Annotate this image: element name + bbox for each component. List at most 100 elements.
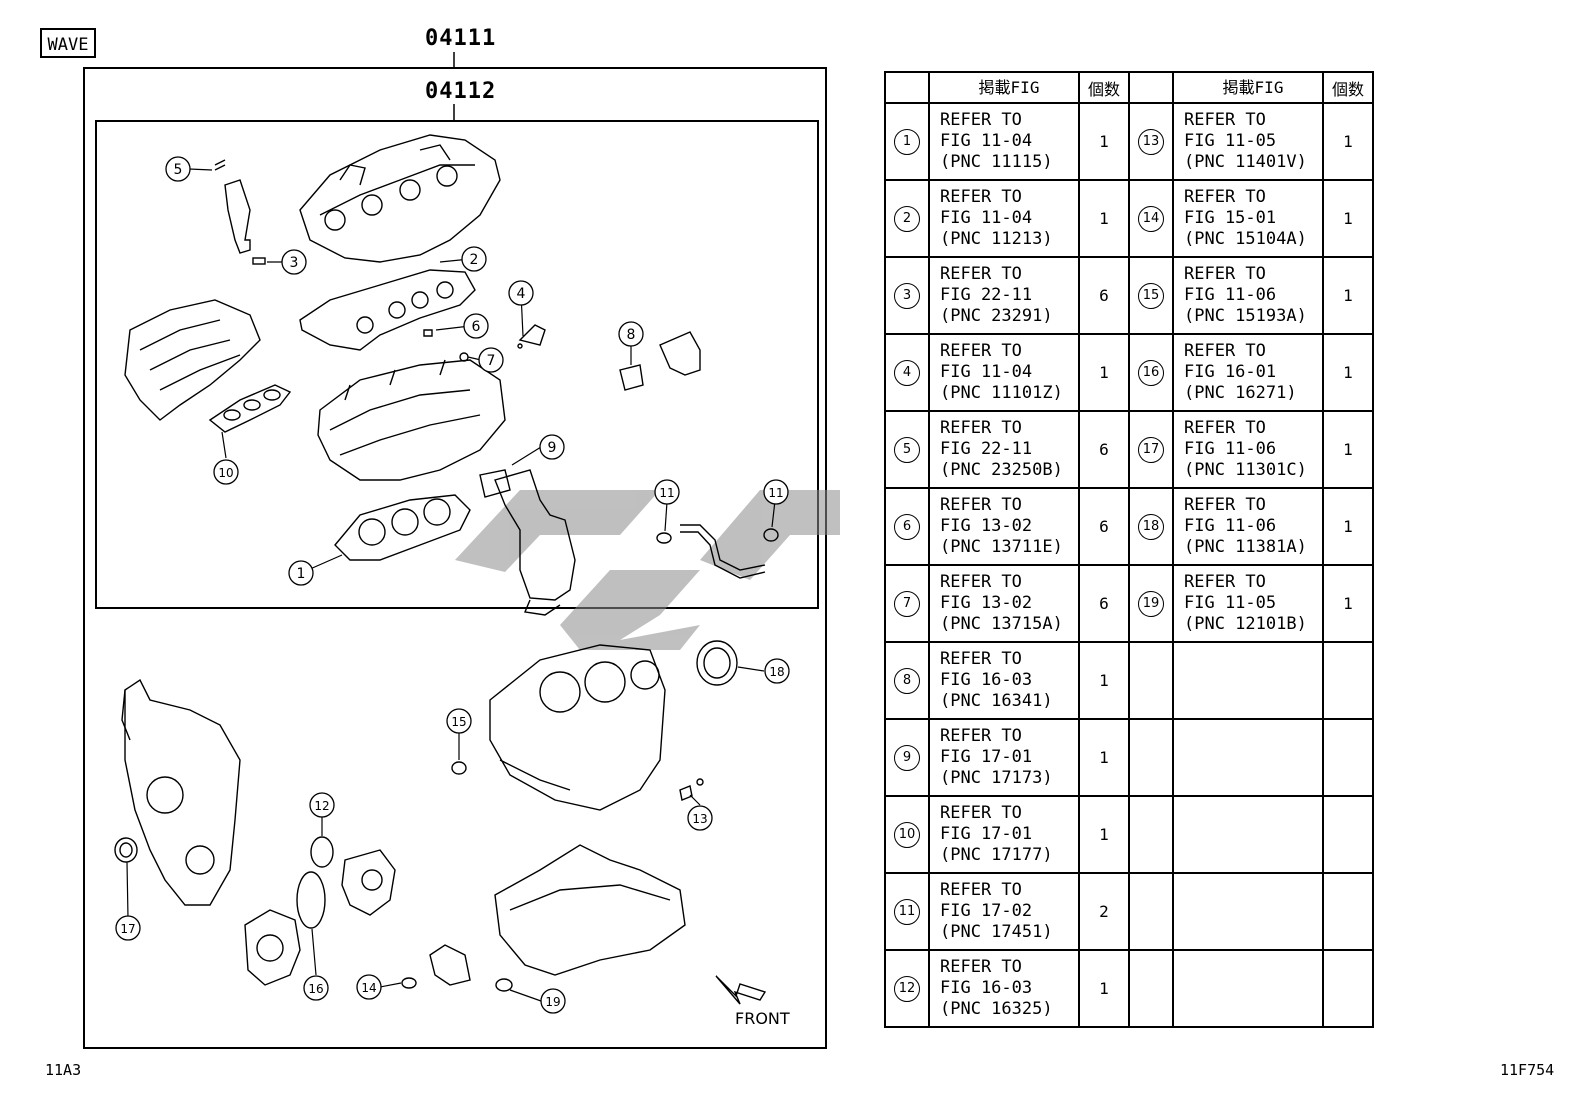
callout-17: 17 xyxy=(115,915,141,941)
quantity-cell: 1 xyxy=(1078,102,1130,181)
row-index-cell: 15 xyxy=(1128,256,1174,335)
crankshaft-front-oil-seal xyxy=(114,837,138,863)
row-index-cell: 4 xyxy=(884,333,930,412)
quantity-cell: 2 xyxy=(1078,872,1130,951)
circled-number: 6 xyxy=(894,513,920,540)
quantity-cell xyxy=(1322,718,1374,797)
row-index-cell: 6 xyxy=(884,487,930,566)
header-index-right xyxy=(1128,71,1174,104)
row-index-cell: 9 xyxy=(884,718,930,797)
callout-number: 9 xyxy=(548,440,557,456)
head-cover-gasket xyxy=(299,269,476,351)
fig-reference-cell: REFER TO FIG 11-06 (PNC 11301C) xyxy=(1172,410,1324,489)
front-direction-arrow xyxy=(715,975,767,1005)
callout-11b: 11 xyxy=(763,479,789,505)
callout-number: 5 xyxy=(174,162,183,178)
fig-reference-cell xyxy=(1172,641,1324,720)
callout-15: 15 xyxy=(446,708,472,734)
row-index-cell: 2 xyxy=(884,179,930,258)
wave-label: WAVE xyxy=(40,28,96,58)
callout-number: 12 xyxy=(314,799,329,813)
oil-pan xyxy=(494,844,686,976)
fig-reference-cell: REFER TO FIG 11-05 (PNC 12101B) xyxy=(1172,564,1324,643)
water-outlet-housing xyxy=(619,331,701,391)
quantity-cell: 1 xyxy=(1322,410,1374,489)
quantity-cell: 1 xyxy=(1322,333,1374,412)
assembly-frame xyxy=(83,67,827,1049)
circled-number: 3 xyxy=(894,282,920,309)
fig-reference-cell: REFER TO FIG 16-03 (PNC 16325) xyxy=(928,949,1080,1028)
callout-4: 4 xyxy=(508,280,534,306)
callout-number: 1 xyxy=(297,566,306,582)
row-index-cell xyxy=(1128,718,1174,797)
callout-number: 8 xyxy=(627,327,636,343)
row-index-cell: 13 xyxy=(1128,102,1174,181)
quantity-cell: 6 xyxy=(1078,487,1130,566)
quantity-cell: 1 xyxy=(1078,179,1130,258)
cylinder-head-cover xyxy=(299,134,501,263)
exhaust-manifold xyxy=(479,469,576,616)
header-fig-left: 掲載FIG xyxy=(928,71,1080,104)
fig-reference-cell: REFER TO FIG 15-01 (PNC 15104A) xyxy=(1172,179,1324,258)
callout-19: 19 xyxy=(540,988,566,1014)
circled-number: 14 xyxy=(1138,205,1164,232)
callout-number: 6 xyxy=(472,319,481,335)
fuel-injector xyxy=(214,159,266,265)
row-index-cell: 18 xyxy=(1128,487,1174,566)
intake-manifold-gasket xyxy=(208,384,292,433)
row-index-cell: 3 xyxy=(884,256,930,335)
quantity-cell: 1 xyxy=(1078,795,1130,874)
circled-number: 12 xyxy=(894,975,920,1002)
fig-reference-cell: REFER TO FIG 11-04 (PNC 11101Z) xyxy=(928,333,1080,412)
row-index-cell: 8 xyxy=(884,641,930,720)
fig-reference-cell: REFER TO FIG 16-01 (PNC 16271) xyxy=(1172,333,1324,412)
callout-14: 14 xyxy=(356,974,382,1000)
quantity-cell: 1 xyxy=(1322,487,1374,566)
row-index-cell: 19 xyxy=(1128,564,1174,643)
drain-plug-gasket xyxy=(495,978,513,992)
row-index-cell: 1 xyxy=(884,102,930,181)
fig-reference-cell: REFER TO FIG 11-04 (PNC 11115) xyxy=(928,102,1080,181)
oil-filter-bracket xyxy=(401,944,471,989)
circled-number: 4 xyxy=(894,359,920,386)
fig-reference-cell: REFER TO FIG 22-11 (PNC 23291) xyxy=(928,256,1080,335)
circled-number: 15 xyxy=(1138,282,1164,309)
row-index-cell: 10 xyxy=(884,795,930,874)
callout-11a: 11 xyxy=(654,479,680,505)
subassembly-part-number: 04112 xyxy=(425,79,497,104)
quantity-cell: 1 xyxy=(1078,949,1130,1028)
circled-number: 13 xyxy=(1138,128,1164,155)
callout-10: 10 xyxy=(213,459,239,485)
circled-number: 9 xyxy=(894,744,920,771)
row-index-cell: 11 xyxy=(884,872,930,951)
quantity-cell: 6 xyxy=(1078,256,1130,335)
circled-number: 11 xyxy=(894,898,920,925)
callout-number: 2 xyxy=(470,252,479,268)
water-inlet-housing xyxy=(341,849,396,916)
water-pump-gasket xyxy=(296,871,326,929)
water-pump xyxy=(244,909,301,986)
callout-number: 13 xyxy=(692,812,707,826)
callout-number: 7 xyxy=(487,353,496,369)
callout-18: 18 xyxy=(764,658,790,684)
oil-pressure-seal xyxy=(451,761,467,775)
callout-2: 2 xyxy=(461,246,487,272)
callout-6: 6 xyxy=(463,313,489,339)
subassembly-frame xyxy=(95,120,819,609)
cylinder-head-gasket xyxy=(334,494,471,561)
header-fig-right: 掲載FIG xyxy=(1172,71,1324,104)
callout-number: 10 xyxy=(218,466,233,480)
timing-chain-cover xyxy=(121,678,241,906)
fig-reference-cell: REFER TO FIG 17-01 (PNC 17177) xyxy=(928,795,1080,874)
quantity-cell: 1 xyxy=(1322,256,1374,335)
fig-reference-cell: REFER TO FIG 17-02 (PNC 17451) xyxy=(928,872,1080,951)
coolant-hose xyxy=(680,524,766,579)
